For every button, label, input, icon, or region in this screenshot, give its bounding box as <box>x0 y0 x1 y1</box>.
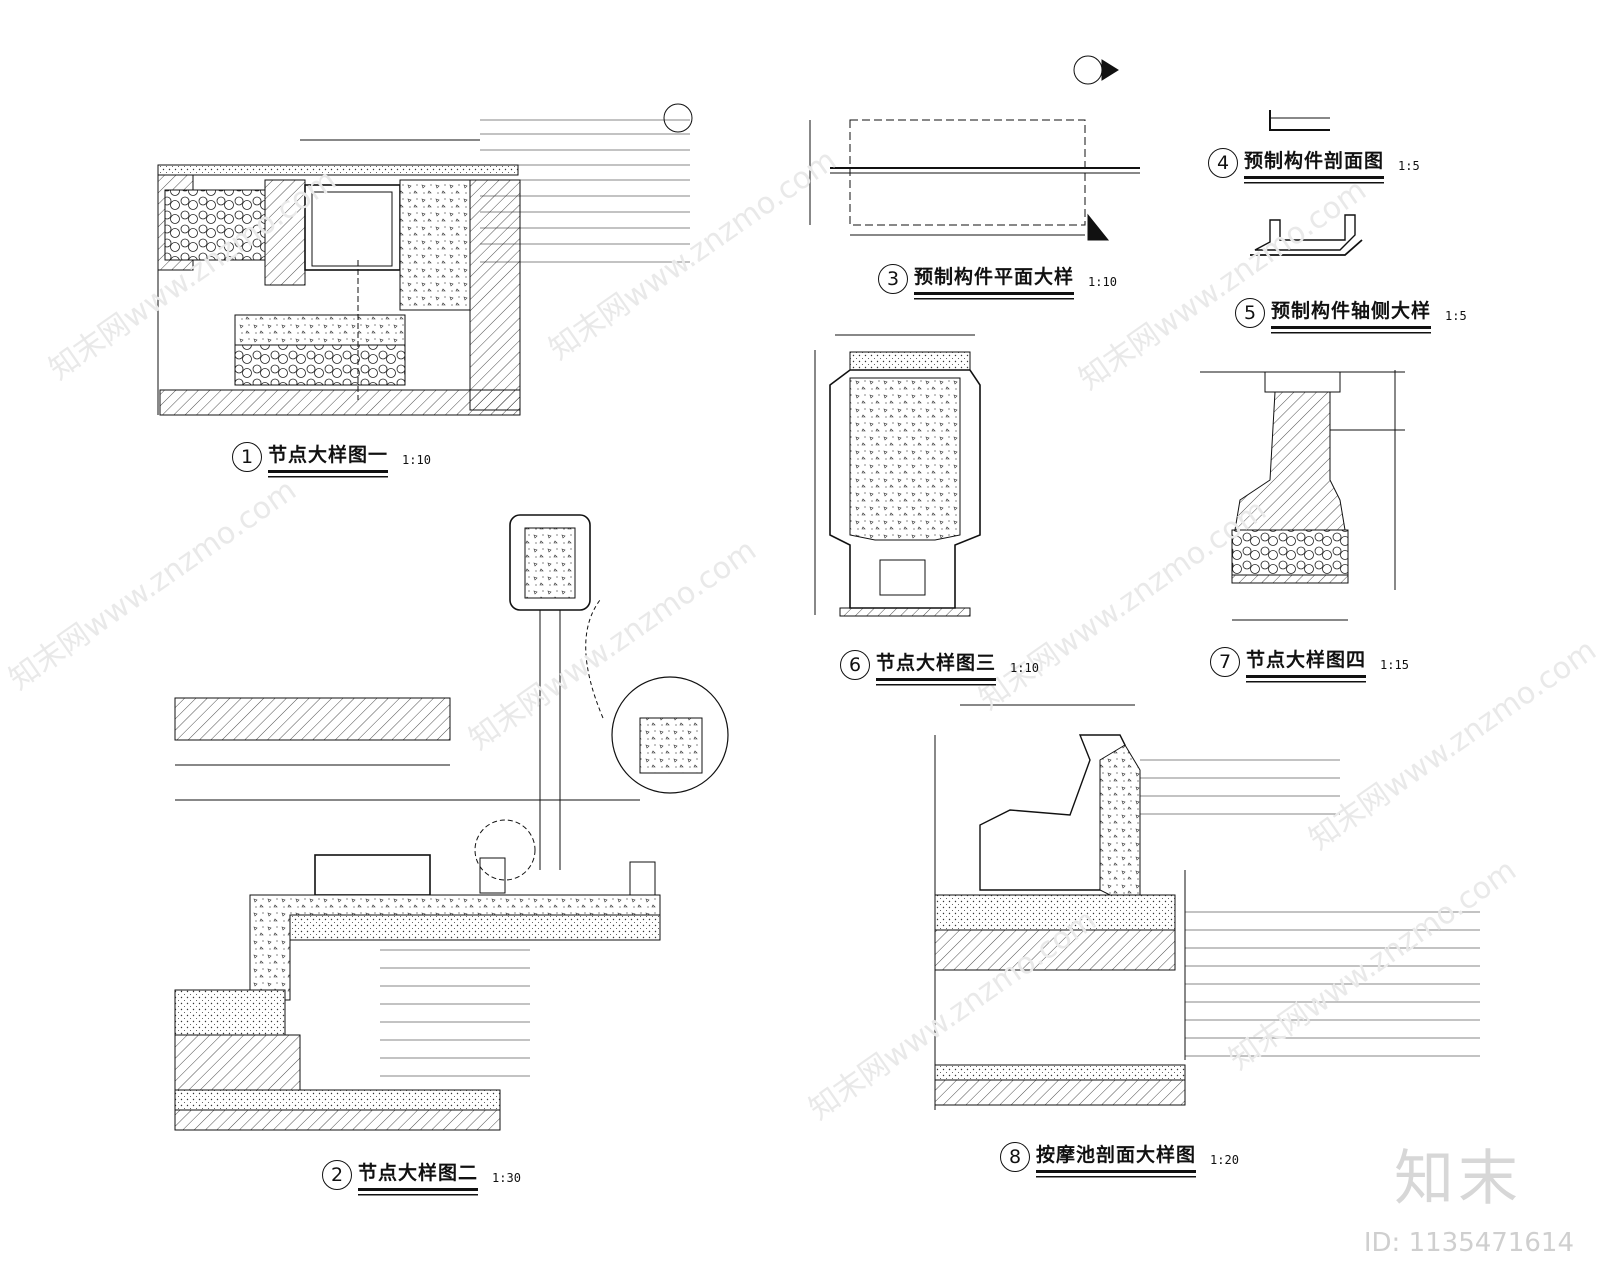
drawing-number: 2 <box>322 1159 352 1190</box>
drawing-title-7: 7 节点大样图四 1:15 <box>1210 645 1409 678</box>
drawing-title-8: 8 按摩池剖面大样图 1:20 <box>1000 1140 1239 1173</box>
drawing-title-5: 5 预制构件轴侧大样 1:5 <box>1235 296 1467 329</box>
drawing-2-linework <box>174 514 729 1131</box>
drawing-title-1: 1 节点大样图一 1:10 <box>232 440 431 473</box>
drawing-number: 1 <box>232 441 262 472</box>
drawing-name: 预制构件平面大样 <box>914 262 1075 295</box>
drawing-number: 8 <box>1000 1141 1030 1172</box>
drawing-number: 7 <box>1210 646 1240 677</box>
drawing-7-linework <box>1200 370 1405 621</box>
drawing-1-linework <box>157 103 693 416</box>
drawing-scale: 1:30 <box>492 1171 521 1185</box>
drawing-scale: 1:5 <box>1445 309 1467 323</box>
drawing-3-linework <box>809 55 1140 241</box>
drawing-title-3: 3 预制构件平面大样 1:10 <box>878 262 1117 295</box>
drawing-5-linework <box>1250 214 1363 256</box>
drawing-number: 3 <box>878 263 908 294</box>
drawing-number: 5 <box>1235 297 1265 328</box>
drawing-number: 6 <box>840 649 870 680</box>
drawing-name: 节点大样图二 <box>358 1158 479 1191</box>
image-id-label: ID: 1135471614 <box>1363 1228 1574 1258</box>
drawing-title-4: 4 预制构件剖面图 1:5 <box>1208 146 1420 179</box>
drawing-number: 4 <box>1208 147 1238 178</box>
drawing-name: 节点大样图四 <box>1246 645 1367 678</box>
drawing-scale: 1:5 <box>1398 159 1420 173</box>
drawing-name: 节点大样图一 <box>268 440 389 473</box>
drawing-name: 按摩池剖面大样图 <box>1036 1140 1197 1173</box>
drawing-scale: 1:10 <box>402 453 431 467</box>
drawing-title-2: 2 节点大样图二 1:30 <box>322 1158 521 1191</box>
brand-logo: 知末 <box>1394 1144 1522 1214</box>
drawing-6-linework <box>814 334 981 617</box>
drawing-scale: 1:20 <box>1210 1153 1239 1167</box>
drawing-scale: 1:10 <box>1088 275 1117 289</box>
drawing-name: 预制构件剖面图 <box>1244 146 1385 179</box>
drawing-name: 节点大样图三 <box>876 648 997 681</box>
drawing-scale: 1:10 <box>1010 661 1039 675</box>
drawing-title-6: 6 节点大样图三 1:10 <box>840 648 1039 681</box>
drawing-scale: 1:15 <box>1380 658 1409 672</box>
drawing-4-linework <box>1269 110 1330 131</box>
drawing-name: 预制构件轴侧大样 <box>1271 296 1432 329</box>
drawing-8-linework <box>934 704 1480 1110</box>
